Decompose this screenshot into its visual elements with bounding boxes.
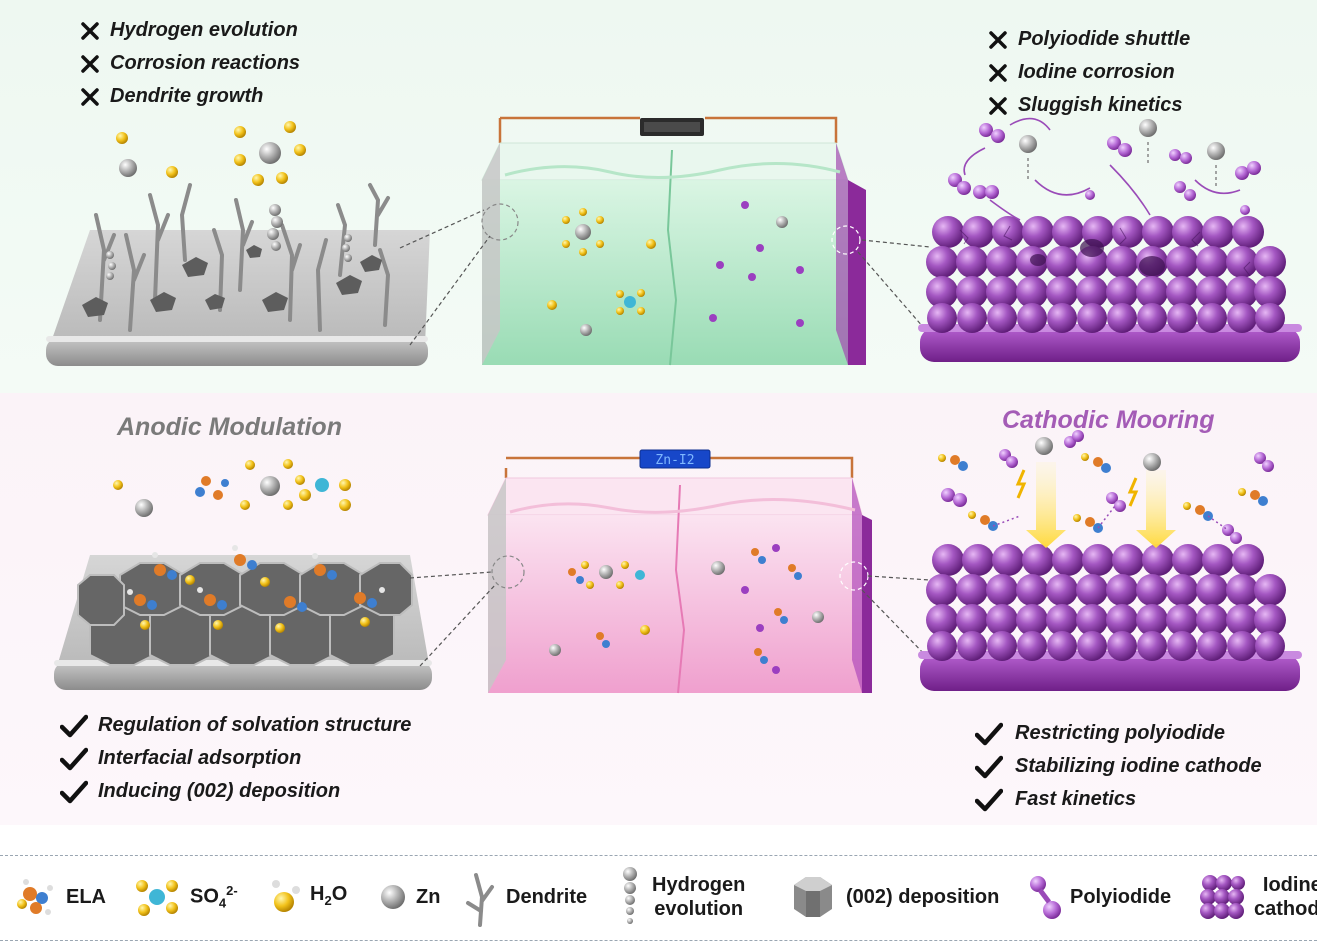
fast-kinetics-arrows	[1015, 437, 1176, 548]
iodine-sphere-cluster-icon	[1200, 875, 1245, 919]
cross-icon	[80, 54, 110, 74]
cross-icon	[988, 30, 1018, 50]
polyiodide-shuttle-top	[948, 117, 1261, 221]
check-icon	[60, 714, 98, 738]
sulfate-ion-icon	[136, 880, 178, 916]
legend-water: H2O	[266, 866, 347, 928]
benefit-label: Interfacial adsorption	[98, 747, 302, 769]
benefit-label: Fast kinetics	[1015, 788, 1137, 810]
issue-label: Hydrogen evolution	[110, 19, 298, 41]
issue-hydrogen-evolution: Hydrogen evolution	[80, 14, 300, 47]
battery-bottom: Zn-I2	[487, 449, 872, 694]
legend-deposition-label: (002) deposition	[846, 886, 1000, 908]
check-icon	[60, 780, 98, 804]
top-left-issue-list: Hydrogen evolution Corrosion reactions D…	[80, 14, 300, 113]
legend-sulfate: SO42-	[132, 866, 238, 928]
issue-label: Iodine corrosion	[1018, 61, 1175, 83]
legend-zinc-label: Zn	[416, 886, 441, 908]
legend-panel	[0, 855, 1317, 941]
benefit-fast-kinetics: Fast kinetics	[975, 783, 1262, 816]
issue-iodine-corrosion: Iodine corrosion	[988, 56, 1190, 89]
hydrogen-bubbles	[106, 204, 352, 280]
legend-dendrite: Dendrite	[462, 866, 587, 928]
check-icon	[975, 788, 1015, 812]
hydrogen-line2: evolution	[654, 898, 744, 920]
legend-polyiodide-label: Polyiodide	[1070, 886, 1172, 908]
legend-polyiodide: Polyiodide	[1028, 866, 1171, 928]
cross-icon	[80, 87, 110, 107]
dendrites	[94, 183, 391, 332]
check-icon	[975, 755, 1015, 779]
legend-zinc: Zn	[378, 866, 440, 928]
sulfate-top	[616, 289, 645, 315]
iodine-line2: cathode	[1254, 898, 1317, 920]
legend-sulfate-label: SO42-	[190, 879, 238, 916]
legend-ela-label: ELA	[66, 886, 106, 908]
benefit-stabilizing-iodine-cathode: Stabilizing iodine cathode	[975, 750, 1262, 783]
issue-sluggish-kinetics: Sluggish kinetics	[988, 89, 1190, 122]
benefit-label: Inducing (002) deposition	[98, 780, 341, 802]
anodic-benefit-list: Regulation of solvation structure Interf…	[60, 709, 411, 808]
corrosion-particles	[82, 245, 382, 317]
cathodic-mooring-title: Cathodic Mooring	[1002, 406, 1215, 434]
check-icon	[975, 722, 1015, 746]
sulfate-base: SO	[190, 885, 219, 908]
cross-icon	[988, 63, 1018, 83]
benefit-label: Restricting polyiodide	[1015, 722, 1226, 744]
zn-water-cluster-top	[116, 121, 306, 186]
hexagonal-prism-icon	[794, 877, 832, 917]
issue-polyiodide-shuttle: Polyiodide shuttle	[988, 23, 1190, 56]
zinc-ion-icon	[381, 885, 405, 909]
hydrogen-line1: Hydrogen	[652, 874, 746, 896]
battery-illustration: Zn-I2	[46, 116, 1302, 694]
solvation-cluster-bottom	[113, 459, 351, 517]
battery-top	[481, 116, 866, 366]
issue-label: Dendrite growth	[110, 85, 264, 107]
anodic-modulation-title: Anodic Modulation	[117, 413, 342, 441]
sulfate-superscript: 2-	[226, 882, 238, 898]
legend-002-deposition: (002) deposition	[786, 866, 999, 928]
polyiodide-icon	[1030, 876, 1061, 919]
top-right-issue-list: Polyiodide shuttle Iodine corrosion Slug…	[988, 23, 1190, 122]
legend-iodine-cathode: Iodinecathode	[1198, 866, 1317, 928]
benefit-restricting-polyiodide: Restricting polyiodide	[975, 717, 1262, 750]
ela-molecule-icon	[17, 879, 53, 915]
iodine-cathode-bottom	[918, 544, 1302, 691]
issue-corrosion-reactions: Corrosion reactions	[80, 47, 300, 80]
ela-adsorbed-molecules	[127, 545, 385, 633]
iodine-line1: Iodine	[1262, 874, 1317, 896]
dendrite-icon	[466, 873, 494, 927]
benefit-interfacial-adsorption: Interfacial adsorption	[60, 742, 411, 775]
water-o: O	[331, 882, 348, 905]
legend-water-label: H2O	[310, 882, 347, 913]
water-h: H	[310, 882, 325, 905]
zinc-anode-plate-bottom	[54, 555, 432, 690]
cross-icon	[988, 96, 1018, 116]
legend-dendrite-label: Dendrite	[506, 886, 588, 908]
benefit-label: Stabilizing iodine cathode	[1015, 755, 1262, 777]
benefit-002-deposition: Inducing (002) deposition	[60, 775, 411, 808]
issue-label: Corrosion reactions	[110, 52, 301, 74]
water-subscript: 2	[324, 892, 332, 908]
issue-label: Sluggish kinetics	[1018, 94, 1183, 116]
cathodic-benefit-list: Restricting polyiodide Stabilizing iodin…	[975, 717, 1262, 816]
iodine-cathode-top	[918, 216, 1302, 362]
legend-ela: ELA	[12, 866, 106, 928]
sulfate-subscript: 4	[218, 895, 227, 911]
water-molecule-icon	[272, 880, 300, 912]
check-icon	[60, 747, 98, 771]
hydrogen-bubble-icon	[623, 867, 637, 924]
ela-moored-polyiodide	[938, 430, 1274, 544]
battery-display-text: Zn-I2	[655, 453, 694, 468]
issue-dendrite-growth: Dendrite growth	[80, 80, 300, 113]
cross-icon	[80, 21, 110, 41]
legend-iodine-label: Iodinecathode	[1254, 873, 1317, 921]
benefit-label: Regulation of solvation structure	[98, 714, 412, 736]
benefit-solvation-structure: Regulation of solvation structure	[60, 709, 411, 742]
issue-label: Polyiodide shuttle	[1018, 28, 1191, 50]
